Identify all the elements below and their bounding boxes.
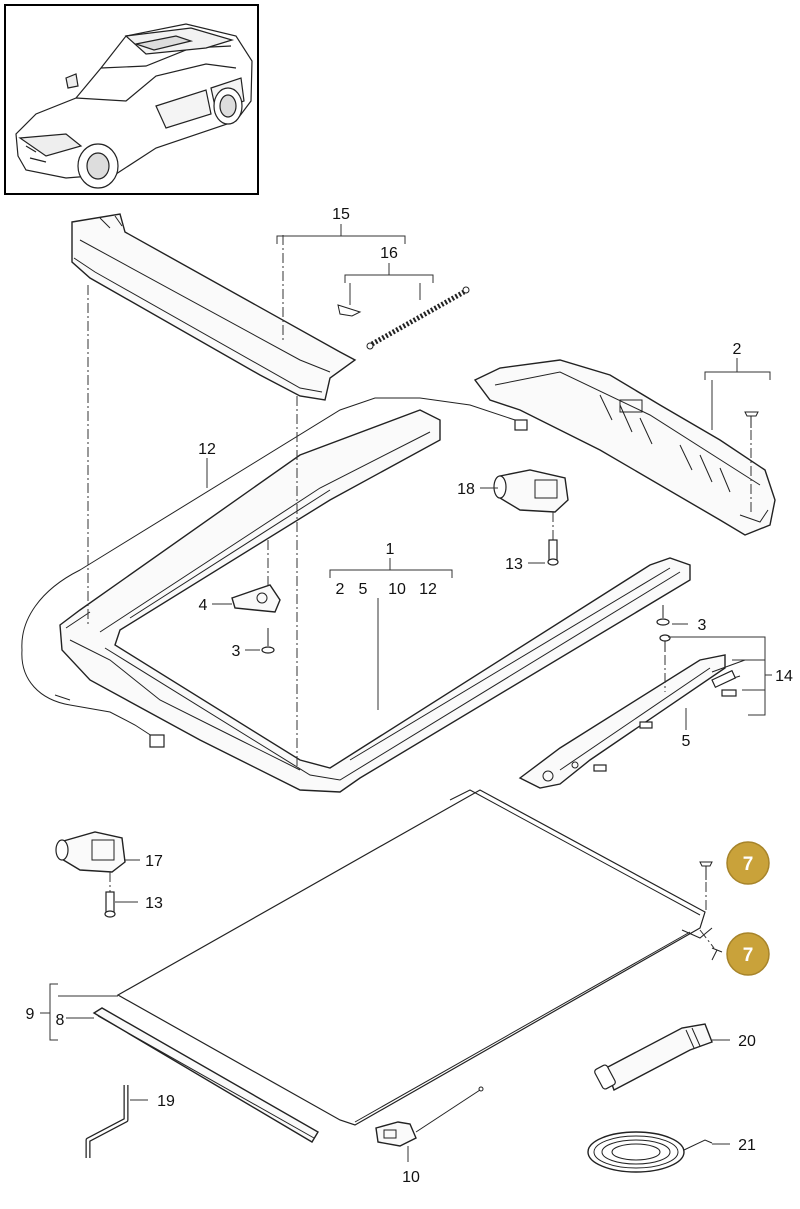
vehicle-overview-thumbnail: [4, 4, 259, 195]
callout-20: 20: [738, 1033, 756, 1050]
screw-part-7-top: [699, 861, 713, 912]
callout-16: 16: [380, 245, 398, 262]
rear-cross-member-part: [473, 359, 776, 536]
callout-18: 18: [457, 481, 475, 498]
callout-3-right: 3: [698, 617, 707, 634]
callout-15: 15: [332, 206, 350, 223]
cable-end-part-10: [375, 1086, 484, 1147]
wind-deflector-part: [71, 213, 357, 401]
leader-lines: [40, 224, 772, 1162]
callout-21: 21: [738, 1137, 756, 1154]
callout-19: 19: [157, 1093, 175, 1110]
callout-1-group-item: 5: [359, 581, 368, 598]
screw-part-7-side: [699, 929, 723, 961]
badge-label: 7: [743, 945, 754, 966]
callout-13-top: 13: [505, 556, 523, 573]
callout-17: 17: [145, 853, 163, 870]
screw-part-13-top: [547, 512, 559, 566]
suv-overview-icon: [15, 23, 253, 189]
callout-4: 4: [199, 597, 208, 614]
callout-10: 10: [402, 1169, 420, 1186]
screw-part-3-left: [261, 628, 275, 654]
roller-blind-part-9: [116, 789, 713, 1126]
callout-12: 12: [198, 441, 216, 458]
screw-part-13-bottom: [104, 872, 116, 918]
badge-label: 7: [743, 854, 754, 875]
motor-part-17: [55, 831, 126, 873]
callout-5: 5: [682, 733, 691, 750]
callout-14: 14: [775, 668, 793, 685]
cable-part-12: [21, 397, 528, 748]
callout-1-group-item: 2: [336, 581, 345, 598]
callout-8: 8: [56, 1012, 65, 1029]
trim-strip-part-8: [92, 1007, 319, 1143]
screw-part-3-right: [656, 605, 671, 692]
callout-1: 1: [386, 541, 395, 558]
adhesive-tube-part-20: [594, 1023, 713, 1091]
crank-part-19: [85, 1085, 129, 1158]
highlight-badge-7-bottom[interactable]: 7: [726, 932, 770, 976]
bracket-part-4: [231, 540, 281, 613]
motor-part-18: [493, 469, 569, 513]
springs-part: [337, 286, 470, 350]
screw-part-2: [744, 411, 759, 512]
callout-3-left: 3: [232, 643, 241, 660]
callout-2: 2: [733, 341, 742, 358]
callout-13-bottom: 13: [145, 895, 163, 912]
callout-1-group-item: 12: [419, 581, 437, 598]
callout-9: 9: [26, 1006, 35, 1023]
guide-rail-part-5: [518, 654, 726, 789]
tape-roll-part-21: [587, 1131, 713, 1173]
highlight-badge-7-top[interactable]: 7: [726, 841, 770, 885]
mechanism-part-14: [593, 659, 746, 772]
callout-1-group-item: 10: [388, 581, 406, 598]
